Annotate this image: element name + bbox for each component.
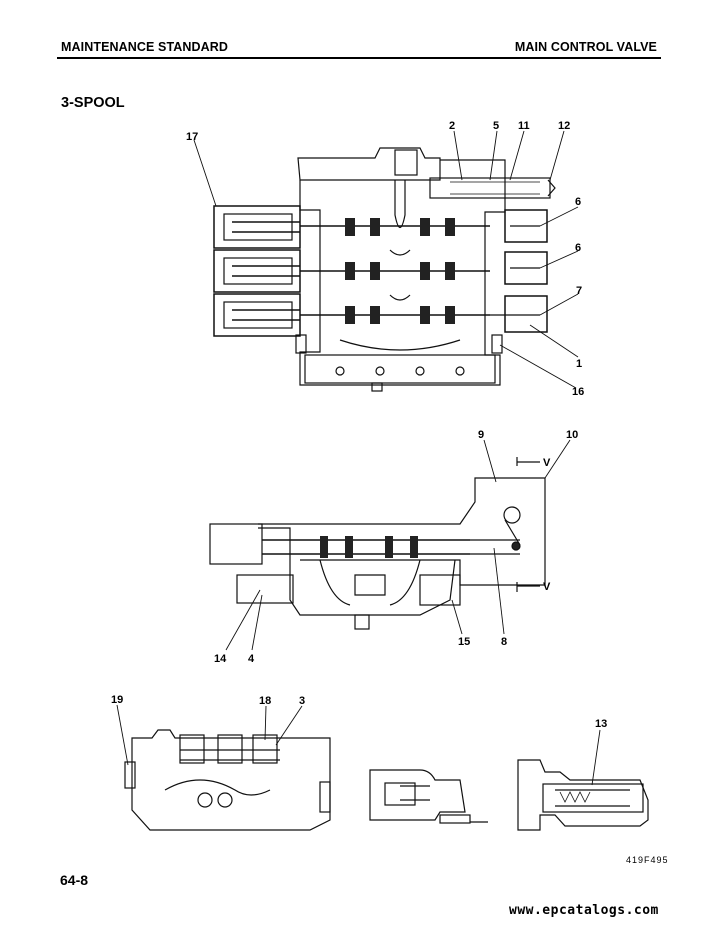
callout-3: 3: [299, 695, 305, 707]
watermark-link[interactable]: www.epcatalogs.com: [509, 903, 659, 918]
callout-14: 14: [214, 653, 227, 665]
callout-8: 8: [501, 636, 507, 648]
callout-2: 2: [449, 120, 455, 132]
callout-5: 5: [493, 120, 499, 132]
callout-6a: 6: [575, 196, 581, 208]
drawing-code: 419F495: [626, 855, 669, 865]
bottom-view-leaders: [116, 704, 601, 786]
callout-12: 12: [558, 120, 570, 132]
callout-7: 7: [576, 285, 582, 297]
header-section-title: MAINTENANCE STANDARD: [61, 40, 229, 54]
callout-16: 16: [572, 386, 584, 398]
page-number: 64-8: [60, 872, 89, 888]
callout-17: 17: [186, 131, 198, 143]
callout-v-bottom: V: [543, 581, 551, 593]
callout-13: 13: [595, 718, 607, 730]
callout-4: 4: [248, 653, 255, 665]
middle-view-leaders: [225, 439, 571, 651]
middle-view-drawing: [209, 457, 546, 630]
header-rule: [57, 57, 661, 59]
callout-15: 15: [458, 636, 470, 648]
callout-9: 9: [478, 429, 484, 441]
header-component-title: MAIN CONTROL VALVE: [514, 40, 657, 54]
callout-19: 19: [111, 694, 123, 706]
callout-10: 10: [566, 429, 578, 441]
bottom-right-drawing: [517, 759, 649, 831]
top-view-leaders: [193, 130, 579, 389]
callout-11: 11: [518, 120, 530, 132]
top-view-drawing: [213, 147, 556, 392]
section-title: 3-SPOOL: [61, 95, 125, 111]
callout-v-top: V: [543, 457, 551, 469]
bottom-center-drawing: [369, 769, 488, 824]
callout-18: 18: [259, 695, 271, 707]
bottom-left-drawing: [124, 729, 331, 831]
callout-labels: 17 2 5 11 12 6 6 7 1 16 9 10 V V 14 4 15…: [111, 120, 607, 730]
callout-1: 1: [576, 358, 582, 370]
callout-6b: 6: [575, 242, 581, 254]
